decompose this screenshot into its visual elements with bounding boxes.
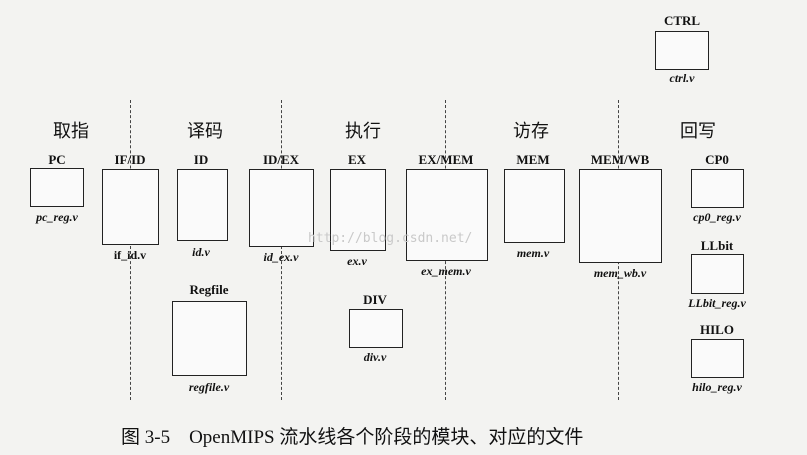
cp0-file: cp0_reg.v (693, 210, 741, 224)
div-file: div.v (363, 350, 387, 364)
id-ex-box (249, 169, 314, 247)
ctrl-name: CTRL (663, 13, 701, 28)
id-ex-file: id_ex.v (263, 250, 299, 264)
regfile-box (172, 301, 247, 376)
ex-mem-box (406, 169, 488, 261)
ctrl-file: ctrl.v (669, 71, 695, 85)
llbit-name: LLbit (700, 238, 734, 253)
div-box (349, 309, 403, 348)
stage-writeback-label: 回写 (680, 121, 716, 142)
ctrl-box (655, 31, 709, 70)
mem-box (504, 169, 565, 243)
llbit-box (691, 254, 744, 294)
mem-wb-box (579, 169, 662, 263)
ex-name: EX (347, 152, 367, 167)
regfile-name: Regfile (189, 282, 229, 297)
hilo-name: HILO (700, 322, 734, 337)
watermark-text: http://blog.csdn.net/ (308, 231, 473, 246)
regfile-file: regfile.v (188, 380, 230, 394)
pc-box (30, 168, 84, 207)
id-file: id.v (192, 245, 210, 259)
if-id-box (102, 169, 159, 245)
stage-execute-label: 执行 (345, 121, 381, 142)
cp0-name: CP0 (705, 152, 729, 167)
mem-wb-name: MEM/WB (590, 152, 650, 167)
ex-file: ex.v (347, 254, 367, 268)
mem-name: MEM (516, 152, 550, 167)
id-name: ID (193, 152, 209, 167)
cp0-box (691, 169, 744, 208)
stage-decode-label: 译码 (187, 121, 223, 142)
div-name: DIV (363, 292, 387, 307)
pc-file: pc_reg.v (36, 210, 78, 224)
hilo-file: hilo_reg.v (692, 380, 742, 394)
if-id-name: IF/ID (114, 152, 146, 167)
mem-file: mem.v (516, 246, 550, 260)
pc-name: PC (48, 152, 66, 167)
ex-mem-name: EX/MEM (418, 152, 474, 167)
id-box (177, 169, 228, 241)
hilo-box (691, 339, 744, 378)
mem-wb-file: mem_wb.v (593, 266, 647, 280)
id-ex-name: ID/EX (262, 152, 300, 167)
separator-2 (281, 100, 282, 400)
stage-fetch-label: 取指 (53, 121, 89, 142)
llbit-file: LLbit_reg.v (688, 296, 746, 310)
ex-box (330, 169, 386, 251)
stage-memory-label: 访存 (513, 121, 549, 142)
ex-mem-file: ex_mem.v (421, 264, 471, 278)
if-id-file: if_id.v (113, 248, 147, 262)
figure-caption: 图 3-5 OpenMIPS 流水线各个阶段的模块、对应的文件 (121, 427, 584, 448)
separator-1 (130, 100, 131, 400)
